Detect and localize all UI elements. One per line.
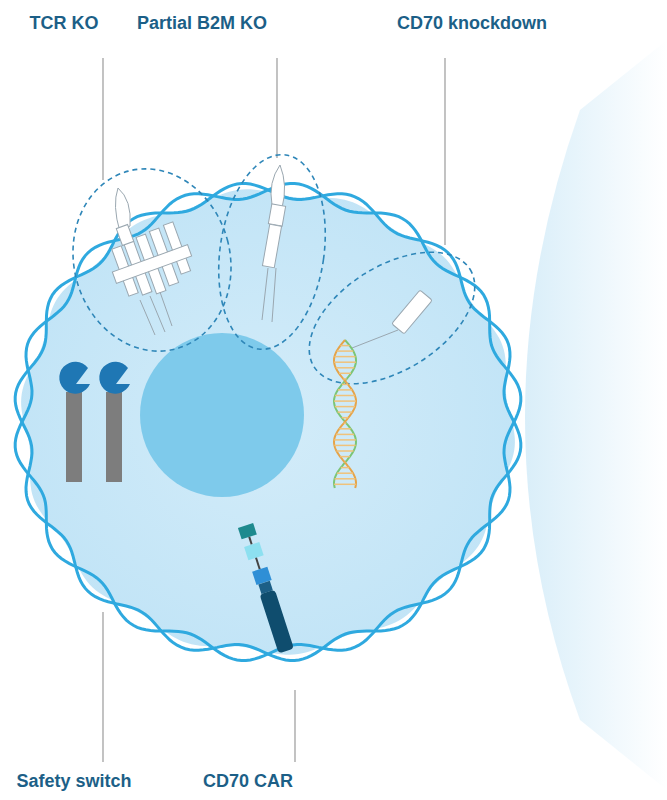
nucleus xyxy=(140,333,304,497)
helix-rung xyxy=(340,345,349,347)
callout-label: Safety switch xyxy=(17,770,132,792)
cell-membrane xyxy=(15,184,521,661)
helix-rung xyxy=(335,406,355,408)
edit-outline xyxy=(53,148,498,411)
b2m-knockout-symbol xyxy=(262,165,286,322)
cell-body xyxy=(21,189,515,655)
helix-rung xyxy=(338,389,352,391)
helix-rung xyxy=(343,378,346,380)
helix-rung xyxy=(334,439,356,441)
helix-rung xyxy=(344,461,346,463)
helix-rung xyxy=(337,350,354,352)
helix-rung xyxy=(341,467,349,469)
helix-rung xyxy=(335,478,356,480)
helix-rung xyxy=(334,445,355,447)
helix-rung xyxy=(336,367,355,369)
helix-rung xyxy=(339,373,351,375)
helix-rung xyxy=(337,450,354,452)
tcr-knockout-symbol xyxy=(112,188,192,335)
helix-rung xyxy=(334,484,356,486)
callout-label: Partial B2M KO xyxy=(137,12,267,34)
safety-switch-symbol xyxy=(59,362,130,482)
helix-rung xyxy=(342,384,348,386)
background-shape xyxy=(525,40,667,790)
helix-rung xyxy=(334,400,356,402)
helix-rung xyxy=(344,423,347,425)
leader-lines xyxy=(103,58,445,762)
helix-rung xyxy=(339,428,350,430)
helix-rung xyxy=(338,411,353,413)
callout-label: TCR KO xyxy=(30,12,99,34)
helix-rung xyxy=(334,361,356,363)
car-symbol xyxy=(238,523,294,653)
callout-label: CD70 knockdown xyxy=(397,12,547,34)
helix-rung xyxy=(337,472,353,474)
helix-rung xyxy=(335,356,356,358)
helix-rung xyxy=(340,456,350,458)
helix-rung xyxy=(335,395,355,397)
knockdown-symbol xyxy=(334,290,432,488)
helix-rung xyxy=(336,434,354,436)
helix-rung xyxy=(342,417,349,419)
callout-label: CD70 CAR xyxy=(203,770,293,792)
cell-membrane xyxy=(15,184,521,661)
